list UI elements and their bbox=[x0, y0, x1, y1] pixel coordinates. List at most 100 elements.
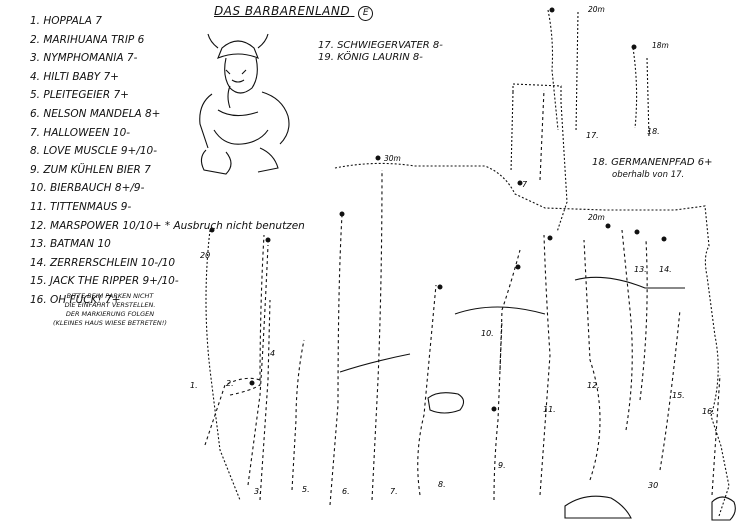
route-line-4 bbox=[259, 299, 271, 501]
parking-line: DER MARKIERUNG FOLGEN bbox=[65, 310, 155, 318]
distance-label-main: 30m bbox=[384, 154, 401, 163]
title-text: DAS BARBARENLAND bbox=[214, 4, 351, 18]
anchor-points bbox=[209, 7, 667, 412]
route-list-item: 13. BATMAN 10 bbox=[30, 238, 111, 251]
title-badge: E bbox=[358, 6, 374, 21]
anchor-dot bbox=[634, 229, 640, 235]
route-line-12 bbox=[583, 239, 601, 481]
route-line-3 bbox=[247, 244, 269, 486]
route-line-2 bbox=[229, 234, 265, 396]
ledge-left bbox=[339, 353, 411, 373]
route-line-8 bbox=[417, 284, 437, 496]
route-17-label: 17. SCHWIEGERVATER 8- bbox=[318, 40, 443, 51]
route-number-3: 3. bbox=[254, 487, 262, 496]
route-list-item: 11. TITTENMAUS 9- bbox=[30, 200, 132, 213]
rock-blob bbox=[427, 392, 465, 414]
route-line-11 bbox=[539, 234, 551, 496]
route-number-7-top: 7 bbox=[522, 180, 528, 189]
barbarian-illustration bbox=[199, 33, 290, 175]
route-line-7 bbox=[371, 169, 383, 501]
ground-right bbox=[711, 496, 736, 521]
route-number-6: 6. bbox=[342, 487, 350, 496]
route-line-14 bbox=[639, 239, 648, 401]
route-list-item: 7. HALLOWEEN 10- bbox=[30, 126, 131, 139]
route-mark-a: 20 bbox=[200, 251, 210, 260]
title-badge-text: E bbox=[362, 8, 370, 18]
route-number-15: 15. bbox=[672, 391, 685, 400]
distance-label-upper: 18m bbox=[652, 41, 669, 50]
ground-boulder bbox=[564, 495, 632, 519]
route-number-5: 5. bbox=[302, 485, 310, 494]
parking-line: BITTE BEIM PARKEN NICHT bbox=[66, 292, 154, 300]
route-list-item: 6. NELSON MANDELA 8+ bbox=[30, 107, 161, 120]
route-list-item: 10. BIERBAUCH 8+/9- bbox=[30, 182, 145, 195]
distance-label-top: 20m bbox=[588, 5, 605, 14]
route-list-item: 16. OH FUCK! 7+ bbox=[30, 293, 121, 306]
route-list-item: 1. HOPPALA 7 bbox=[30, 15, 102, 27]
route-18-line bbox=[632, 47, 650, 139]
route-number-13: 13. bbox=[634, 265, 647, 274]
route-line-6 bbox=[329, 214, 343, 506]
route-list-item: 4. HILTI BABY 7+ bbox=[30, 70, 119, 83]
route-line-1 bbox=[204, 377, 261, 446]
anchor-dot bbox=[339, 211, 345, 217]
cliff-outline bbox=[334, 162, 730, 517]
route-list-item: 3. NYMPHOMANIA 7- bbox=[30, 52, 138, 65]
anchor-dot bbox=[605, 223, 611, 229]
cliff-base-left bbox=[205, 229, 241, 501]
route-line-16 bbox=[711, 374, 721, 496]
anchor-dot bbox=[249, 380, 255, 386]
route-number-7: 7. bbox=[390, 487, 398, 496]
route-18-sub: oberhalb von 17. bbox=[612, 170, 685, 180]
route-list-item: 12. MARSPOWER 10/10+ * Ausbruch nicht be… bbox=[30, 219, 305, 232]
route-list-item: 15. JACK THE RIPPER 9+/10- bbox=[30, 275, 179, 288]
upper-tower bbox=[510, 83, 568, 233]
anchor-dot bbox=[631, 44, 637, 50]
topo-title: DAS BARBARENLAND E bbox=[214, 4, 374, 21]
anchor-dot bbox=[437, 284, 443, 290]
route-line-17 bbox=[539, 89, 545, 181]
route-number-8: 8. bbox=[438, 480, 446, 489]
route-mark-b: 30 bbox=[648, 481, 658, 490]
route-line-10 bbox=[499, 249, 521, 371]
route-number-16: 16. bbox=[702, 407, 715, 416]
anchor-dot bbox=[517, 180, 523, 186]
route-number-10: 10. bbox=[481, 329, 494, 338]
route-number-17: 17. bbox=[586, 131, 599, 140]
parking-note: BITTE BEIM PARKEN NICHT DIE EINFAHRT VER… bbox=[30, 292, 190, 328]
route-list-item: 9. ZUM KÜHLEN BIER 7 bbox=[30, 163, 151, 176]
anchor-dot bbox=[661, 236, 667, 242]
route-line-9 bbox=[493, 319, 503, 501]
route-line-13 bbox=[621, 229, 633, 431]
anchor-dot bbox=[209, 227, 215, 233]
summit-tower bbox=[547, 9, 579, 133]
route-list-item: 14. ZERRERSCHLEIN 10-/10 bbox=[30, 256, 176, 269]
route-list-item: 8. LOVE MUSCLE 9+/10- bbox=[30, 145, 158, 158]
parking-line: (KLEINES HAUS WIESE BETRETEN!) bbox=[53, 319, 167, 327]
anchor-dot bbox=[515, 264, 521, 270]
anchor-dot bbox=[547, 235, 553, 241]
anchor-dot bbox=[491, 406, 497, 412]
anchor-dot bbox=[549, 7, 555, 13]
route-line-5 bbox=[291, 339, 305, 491]
anchor-dot bbox=[375, 155, 381, 161]
route-number-4: 4 bbox=[270, 349, 275, 358]
route-number-18: 18. bbox=[647, 127, 660, 136]
route-number-11: 11. bbox=[543, 405, 556, 414]
route-line-15 bbox=[659, 309, 681, 471]
route-number-2: 2. bbox=[226, 379, 234, 388]
parking-line: DIE EINFAHRT VERSTELLEN. bbox=[64, 301, 156, 309]
ledge-right bbox=[574, 276, 685, 289]
ledge-mid bbox=[454, 306, 546, 315]
route-list-item: 5. PLEITEGEIER 7+ bbox=[30, 89, 129, 102]
distance-label-mid: 20m bbox=[588, 213, 605, 222]
route-19-label: 19. KÖNIG LAURIN 8- bbox=[318, 52, 423, 63]
route-list-item: 2. MARIHUANA TRIP 6 bbox=[30, 33, 145, 46]
anchor-dot bbox=[265, 237, 271, 243]
route-list: 1. HOPPALA 7 2. MARIHUANA TRIP 6 3. NYMPHO… bbox=[30, 12, 305, 310]
route-number-9: 9. bbox=[498, 461, 506, 470]
route-18-note: 18. GERMANENPFAD 6+ oberhalb von 17. bbox=[592, 156, 713, 182]
route-18-name: 18. GERMANENPFAD 6+ bbox=[592, 157, 713, 168]
